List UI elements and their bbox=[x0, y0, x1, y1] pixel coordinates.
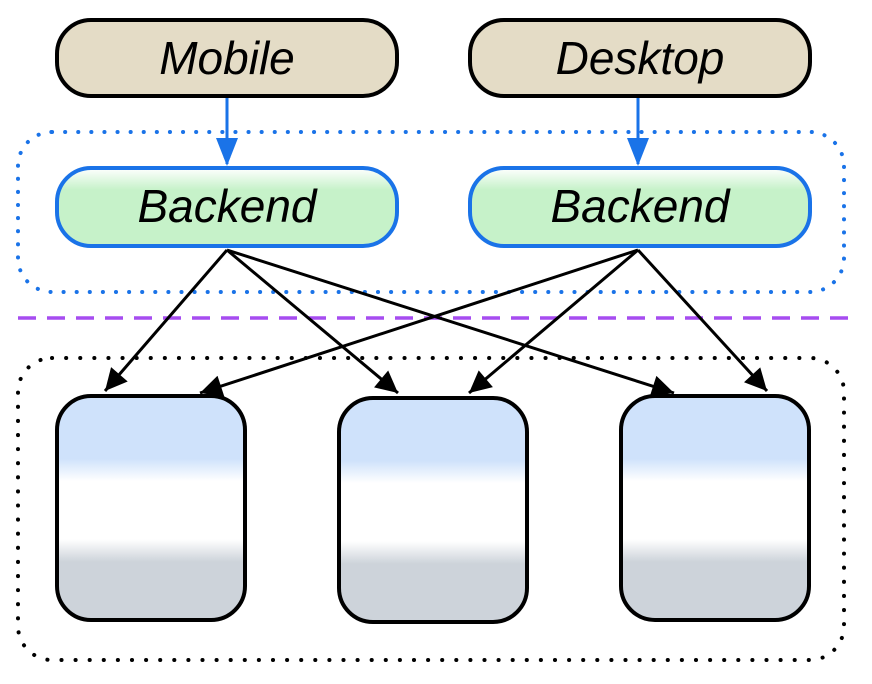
edge-backend-2-to-service-2 bbox=[468, 248, 639, 395]
arrowhead-desktop-to-backend-2 bbox=[627, 138, 649, 166]
backend-node-2-box bbox=[468, 166, 812, 248]
arrowhead-mobile-to-backend-1 bbox=[216, 138, 238, 166]
service-node-2-box bbox=[337, 396, 529, 624]
edge-backend-2-to-service-1 bbox=[199, 248, 639, 397]
service-node-3-box bbox=[619, 394, 811, 622]
backend-node-2-label: Backend bbox=[550, 180, 730, 232]
client-node-mobile-label: Mobile bbox=[159, 32, 295, 84]
service-node-3[interactable] bbox=[619, 394, 811, 622]
service-node-1-box bbox=[55, 394, 247, 622]
edge-backend-1-to-service-2 bbox=[226, 248, 399, 395]
client-node-desktop-box bbox=[468, 18, 812, 98]
edge-backend-1-to-service-1 bbox=[103, 249, 229, 392]
backend-node-1-label: Backend bbox=[137, 180, 317, 232]
client-node-desktop[interactable]: Desktop bbox=[468, 18, 812, 98]
backend-node-1[interactable]: Backend bbox=[55, 166, 399, 248]
edge-backend-2-to-service-3 bbox=[636, 248, 769, 393]
service-node-1[interactable] bbox=[55, 394, 247, 622]
backend-node-1-box bbox=[55, 166, 399, 248]
client-node-desktop-label: Desktop bbox=[556, 32, 725, 84]
backend-group-border bbox=[16, 130, 846, 294]
service-group-border bbox=[16, 356, 846, 662]
service-node-2[interactable] bbox=[337, 396, 529, 624]
edge-backend-1-to-service-3 bbox=[226, 248, 675, 397]
client-node-mobile-box bbox=[55, 18, 399, 98]
client-node-mobile[interactable]: Mobile bbox=[55, 18, 399, 98]
edges bbox=[103, 97, 769, 397]
backend-node-2[interactable]: Backend bbox=[468, 166, 812, 248]
